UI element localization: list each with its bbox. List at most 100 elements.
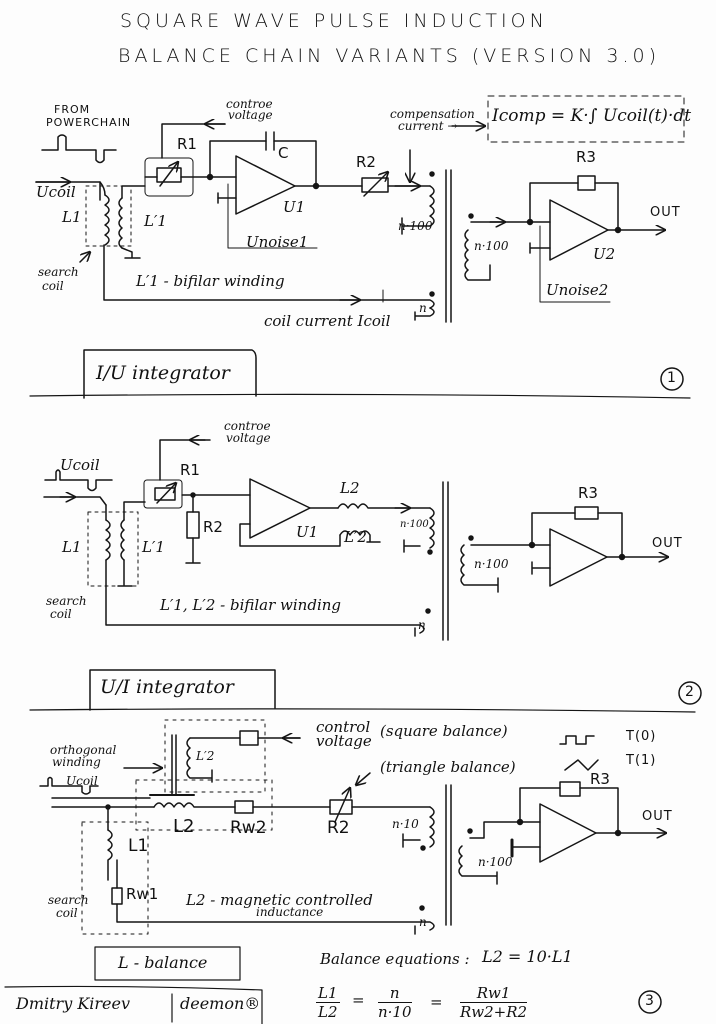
variant-1-label: I/U integrator — [96, 362, 230, 384]
r2-resistor-2 — [186, 511, 200, 539]
l1-prime-coil — [118, 197, 123, 249]
variant-1-number: 1 — [667, 370, 676, 386]
r3-label: R3 — [576, 148, 596, 166]
balance-equation-1: L2 = 10·L1 — [482, 947, 573, 966]
equals-sign-1: = — [352, 991, 365, 1009]
ucoil-label-3: Ucoil — [66, 774, 98, 788]
primary-coil-1 — [429, 185, 435, 227]
square-mode-label: T(0) — [626, 729, 657, 744]
l2-prime-label-3: L′2 — [196, 749, 215, 763]
search-coil-label-3b: coil — [56, 906, 78, 920]
out-label-2: OUT — [652, 536, 683, 551]
l1-label: L1 — [62, 208, 82, 226]
search-coil-label-3a: search — [48, 893, 89, 907]
transformer-core-1 — [445, 169, 452, 323]
primary-coil-2 — [429, 507, 435, 549]
opamp-3 — [539, 803, 597, 863]
variant-2-number: 2 — [685, 684, 694, 700]
control-voltage-label-2b: voltage — [226, 431, 271, 445]
control-voltage-label-1a: controe — [226, 97, 273, 111]
variant-1-circuit — [29, 95, 691, 399]
l2-prime-coil-3 — [186, 737, 213, 783]
opamp-u1 — [235, 155, 296, 215]
n-winding-label-2: n — [418, 618, 426, 632]
fraction-rw1-rw2r2-denominator: Rw2+R2 — [460, 1003, 528, 1021]
from-powerchain-label-1: FROM — [54, 103, 91, 116]
author-name: Dmitry Kireev — [16, 994, 131, 1013]
bifilar-label-2: L′1, L′2 - bifilar winding — [160, 596, 342, 614]
control-resistor-3 — [239, 730, 259, 746]
r1-label-2: R1 — [180, 461, 200, 479]
secondary-coil-1 — [464, 229, 491, 281]
control-voltage-label-2a: controe — [224, 419, 271, 433]
variant-3-label-box — [94, 946, 241, 981]
n10-label: n·10 — [392, 817, 419, 831]
l2-description-a: L2 - magnetic controlled — [186, 891, 373, 909]
n-winding-label-3: n — [419, 915, 427, 929]
square-balance-label: (square balance) — [380, 722, 508, 740]
triangle-balance-label: (triangle balance) — [380, 758, 516, 776]
search-coil-label-2a: search — [46, 594, 87, 608]
orthogonal-winding-label-a: orthogonal — [50, 743, 117, 757]
compensation-formula: Icomp = K·∫ Ucoil(t)·dt — [492, 106, 692, 126]
opamp-u2 — [549, 199, 609, 261]
title-line-2: BALANCE CHAIN VARIANTS (VERSION 3.0) — [118, 45, 661, 67]
variant-2-circuit — [29, 440, 702, 713]
search-coil-label-2b: coil — [50, 607, 72, 621]
search-coil-outline — [85, 185, 132, 247]
variant-1-label-box — [83, 349, 257, 399]
fraction-l1-l2-numerator: L1 — [316, 984, 340, 1003]
fraction-rw1-rw2r2: Rw1 Rw2+R2 — [460, 984, 528, 1021]
l2-coil-3 — [153, 802, 236, 808]
balance-equations-label: Balance equations : — [320, 950, 470, 968]
primary-coil-3 — [429, 806, 435, 848]
l2-label-2: L2 — [340, 479, 360, 497]
n-winding-label-1: n — [419, 301, 427, 315]
triangle-mode-label: T(1) — [626, 753, 657, 768]
variant-2-label: U/I integrator — [100, 676, 234, 698]
variant-2-label-box — [89, 669, 276, 711]
l1-coil — [104, 194, 110, 246]
r3-label-3: R3 — [590, 770, 610, 788]
l1-prime-coil-2 — [120, 519, 125, 561]
control-voltage-label-3a: control — [316, 718, 371, 736]
title-line-1: SQUARE WAVE PULSE INDUCTION — [120, 10, 548, 32]
l1-prime-label-2: L′1 — [142, 538, 165, 556]
variant-3-circuit — [4, 719, 666, 1024]
out-label-3: OUT — [642, 809, 673, 824]
unoise2-label: Unoise2 — [546, 281, 609, 299]
out-label-1: OUT — [650, 205, 681, 220]
u1-label: U1 — [283, 198, 306, 216]
fraction-l1-l2-denominator: L2 — [318, 1003, 338, 1021]
pulse-waveform-2 — [44, 469, 113, 492]
l2-description-b: inductance — [256, 905, 324, 919]
l2-prime-label-2: L′2 — [344, 528, 367, 546]
r3-resistor-3 — [559, 781, 581, 797]
variant-1-number-circle — [660, 367, 684, 391]
opamp-u2-2 — [549, 528, 608, 587]
opamp-u1-2 — [249, 478, 311, 539]
control-voltage-label-1b: voltage — [228, 108, 273, 122]
u2-label: U2 — [593, 245, 616, 263]
l2-prime-coil-2 — [339, 530, 381, 543]
variant-2-number-circle — [678, 681, 702, 705]
n100-secondary-label-1: n·100 — [474, 239, 509, 253]
r1-resistor-2 — [154, 487, 176, 501]
n100-primary-label-1: n·100 — [398, 219, 433, 233]
from-powerchain-label-2: POWERCHAIN — [46, 116, 132, 129]
unoise1-label: Unoise1 — [246, 233, 309, 251]
variant-3-label: L - balance — [118, 953, 208, 972]
capacitor-c — [265, 131, 275, 151]
fraction-n-n10: n n·10 — [378, 984, 412, 1021]
l1-prime-label: L′1 — [144, 212, 167, 230]
l1-label-2: L1 — [62, 538, 82, 556]
n100-secondary-label-2: n·100 — [474, 557, 509, 571]
r3-label-2: R3 — [578, 484, 598, 502]
r2-label: R2 — [356, 153, 376, 171]
r2-resistor — [361, 177, 389, 193]
compensation-current-label-2: current → — [398, 119, 458, 133]
ucoil-label: Ucoil — [36, 183, 76, 201]
r2-label-2: R2 — [203, 518, 223, 536]
transformer-core-3 — [445, 784, 452, 926]
r3-resistor-2 — [574, 506, 599, 520]
